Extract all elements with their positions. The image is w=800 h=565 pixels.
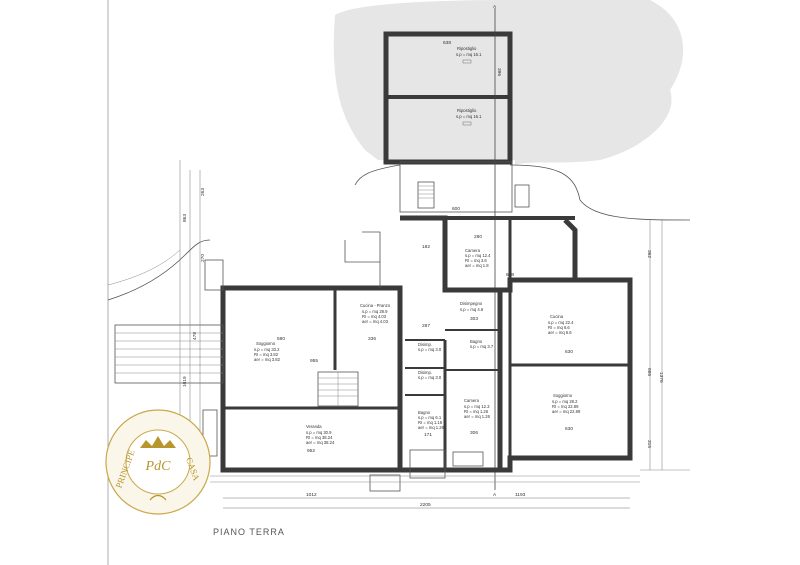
cucina-right-name: Cucina <box>550 314 564 319</box>
cucina-pranzo-aer: aer = mq 4.03 <box>362 319 389 324</box>
soggiorno-left-aer: aer = mq 3.82 <box>254 357 281 362</box>
laurel-icon <box>149 494 167 501</box>
dim-270: 270 <box>200 254 206 262</box>
cucina-pranzo-area: s.p = mq 28.9 <box>362 309 388 314</box>
small-stair <box>417 181 435 209</box>
contour-line-right <box>509 164 691 221</box>
logo-monogram: PdC <box>145 459 172 474</box>
ripostiglio-1-area: s.p = mq 16.1 <box>456 52 482 57</box>
soggiorno-right-ri: RI = mq 22.89 <box>552 404 579 409</box>
veranda-ri: RI = mq 38.24 <box>306 435 333 440</box>
bagno-right-name: Bagno <box>470 339 483 344</box>
disimpegno-name: Disimpegno <box>460 301 483 306</box>
dim-630-b: 630 <box>565 426 573 432</box>
dim-478: 478 <box>192 332 198 340</box>
connection-passage <box>399 161 513 213</box>
ripostiglio-2-name: Ripostiglio <box>457 108 477 113</box>
bagno-left-ri: RI = mq 1.16 <box>418 420 443 425</box>
ripostiglio-1-name: Ripostiglio <box>457 46 477 51</box>
disimp-b-area: s.p = mq 3.0 <box>418 375 442 380</box>
dim-303: 303 <box>470 316 478 322</box>
disimp-a-area: s.p = mq 3.0 <box>418 347 442 352</box>
entrance-steps-left <box>369 474 401 492</box>
dim-1019: 1019 <box>182 376 188 387</box>
external-steps <box>114 324 224 384</box>
bagno-left-aer: aer = mq 1.26 <box>418 425 445 430</box>
ripostiglio-2-area: s.p = mq 16.1 <box>456 114 482 119</box>
soggiorno-right-name: Soggiorno <box>553 393 573 398</box>
cucina-right-aer: aer = mq 6.6 <box>548 330 572 335</box>
dim-1012: 1012 <box>306 492 317 498</box>
camera-top-ri: RI = mq 3.6 <box>465 258 487 263</box>
dim-638: 638 <box>443 40 451 46</box>
section-mark-top: A <box>493 4 497 10</box>
principe-casa-logo: PdC PRINCIPE CASA <box>105 409 211 515</box>
dim-336: 336 <box>368 336 376 342</box>
camera-top-area: s.p = mq 12.4 <box>465 253 491 258</box>
dim-600: 600 <box>452 206 460 212</box>
cucina-right-ri: RI = mq 6.6 <box>548 325 570 330</box>
dim-171: 171 <box>424 432 432 438</box>
dim-182: 182 <box>422 244 430 250</box>
veranda-area: s.p = mq 30.9 <box>306 430 332 435</box>
slope-line-left <box>107 239 211 301</box>
crown-icon <box>140 436 176 448</box>
camera-mid-area: s.p = mq 12.3 <box>464 404 490 409</box>
dim-362: 362 <box>646 250 652 258</box>
upper-terrace-edge <box>344 240 381 288</box>
side-landing <box>204 259 224 291</box>
camera-mid-name: Camera <box>464 398 480 403</box>
soggiorno-right-area: s.p = mq 28.2 <box>552 399 578 404</box>
veranda-aer: aer = mq 38.24 <box>306 440 335 445</box>
bagno-right-area: s.p = mq 3.7 <box>470 344 494 349</box>
entrance-steps-right <box>452 451 484 467</box>
cucina-right-area: s.p = mq 22.4 <box>548 320 574 325</box>
cucina-pranzo-ri: RI = mq 4.03 <box>362 314 387 319</box>
dim-886: 886 <box>646 368 652 376</box>
upper-terrace-edge-2 <box>362 231 381 262</box>
soggiorno-left-area: s.p = mq 33.2 <box>254 347 280 352</box>
disimp-b-name: Disimp. <box>418 370 432 375</box>
dim-top-side: 396 <box>496 68 502 76</box>
disimp-a-name: Disimp. <box>418 342 432 347</box>
dim-280: 280 <box>474 234 482 240</box>
soggiorno-right-aer: aer = mq 22.89 <box>552 409 581 414</box>
camera-top-aer: aer = mq 1.8 <box>465 263 489 268</box>
bagno-left-area: s.p = mq 6.1 <box>418 415 442 420</box>
disimpegno-area: s.p = mq 4.6 <box>460 307 484 312</box>
dim-668: 668 <box>506 272 514 278</box>
camera-top-name: Camera <box>465 248 481 253</box>
dim-952: 952 <box>307 448 315 454</box>
veranda-name: Veranda <box>306 424 322 429</box>
dim-315: 315 <box>646 440 652 448</box>
dim-1193: 1193 <box>515 492 526 498</box>
entrance-steps-mid <box>409 449 446 479</box>
central-block-walls <box>400 215 503 473</box>
section-mark-bottom: A <box>493 492 497 498</box>
dim-630-a: 630 <box>565 349 573 355</box>
dim-955: 955 <box>310 358 318 364</box>
small-box <box>514 184 530 208</box>
floor-caption: PIANO TERRA <box>213 527 285 537</box>
camera-mid-ri: RI = mq 1.26 <box>464 409 489 414</box>
dim-863: 863 <box>182 214 188 222</box>
dim-590: 590 <box>277 336 285 342</box>
cucina-pranzo-name: Cucina - Pranzo <box>360 303 391 308</box>
right-wing-walls <box>500 218 633 473</box>
bagno-left-name: Bagno <box>418 410 431 415</box>
soggiorno-left-name: Soggiorno <box>256 341 276 346</box>
dim-306: 306 <box>470 430 478 436</box>
dim-287: 287 <box>422 323 430 329</box>
ripostiglio-2-tag <box>462 121 472 126</box>
ripostiglio-1-tag <box>462 59 472 64</box>
camera-mid-aer: aer = mq 1.26 <box>464 414 491 419</box>
dim-2205: 2205 <box>420 502 431 508</box>
slope-line-left-2 <box>107 249 181 286</box>
soggiorno-left-ri: RI = mq 3.82 <box>254 352 279 357</box>
contour-line-left <box>354 164 401 186</box>
dim-1376: 1376 <box>658 372 664 383</box>
dim-263: 263 <box>200 188 206 196</box>
